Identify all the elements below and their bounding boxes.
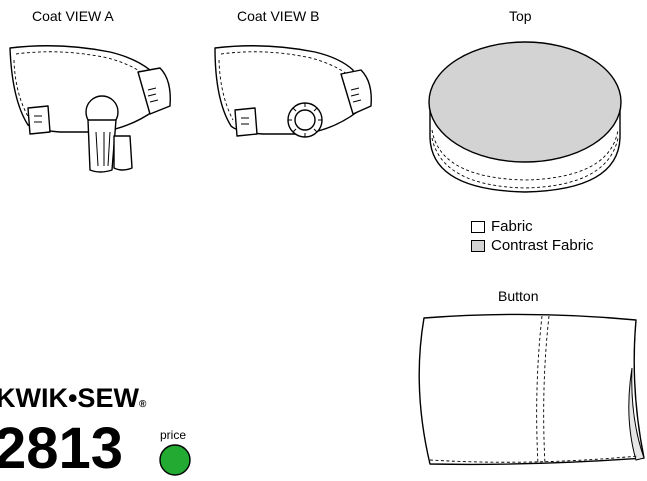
button-illustration	[418, 313, 645, 466]
legend-contrast-label: Contrast Fabric	[491, 237, 594, 254]
contrast-fabric-swatch	[471, 239, 485, 252]
price-label: price	[160, 428, 187, 442]
legend-fabric: Fabric	[471, 218, 533, 235]
registered-mark: ®	[138, 399, 147, 410]
legend-fabric-label: Fabric	[491, 218, 533, 235]
legend-contrast: Contrast Fabric	[471, 237, 594, 254]
brand-name: KWIK•SEW	[0, 383, 139, 413]
coat-view-b-illustration	[214, 45, 372, 138]
top-illustration	[428, 41, 622, 193]
button-label: Button	[498, 288, 539, 304]
pattern-number: 2813	[0, 416, 124, 481]
coat-view-a-label: Coat VIEW A	[32, 8, 114, 24]
price-dot-icon	[159, 444, 191, 476]
coat-view-a-illustration	[9, 45, 171, 173]
top-label: Top	[509, 8, 532, 24]
coat-view-b-label: Coat VIEW B	[237, 8, 320, 24]
fabric-swatch	[471, 220, 485, 233]
brand-logo: KWIK•SEW®	[0, 383, 146, 414]
